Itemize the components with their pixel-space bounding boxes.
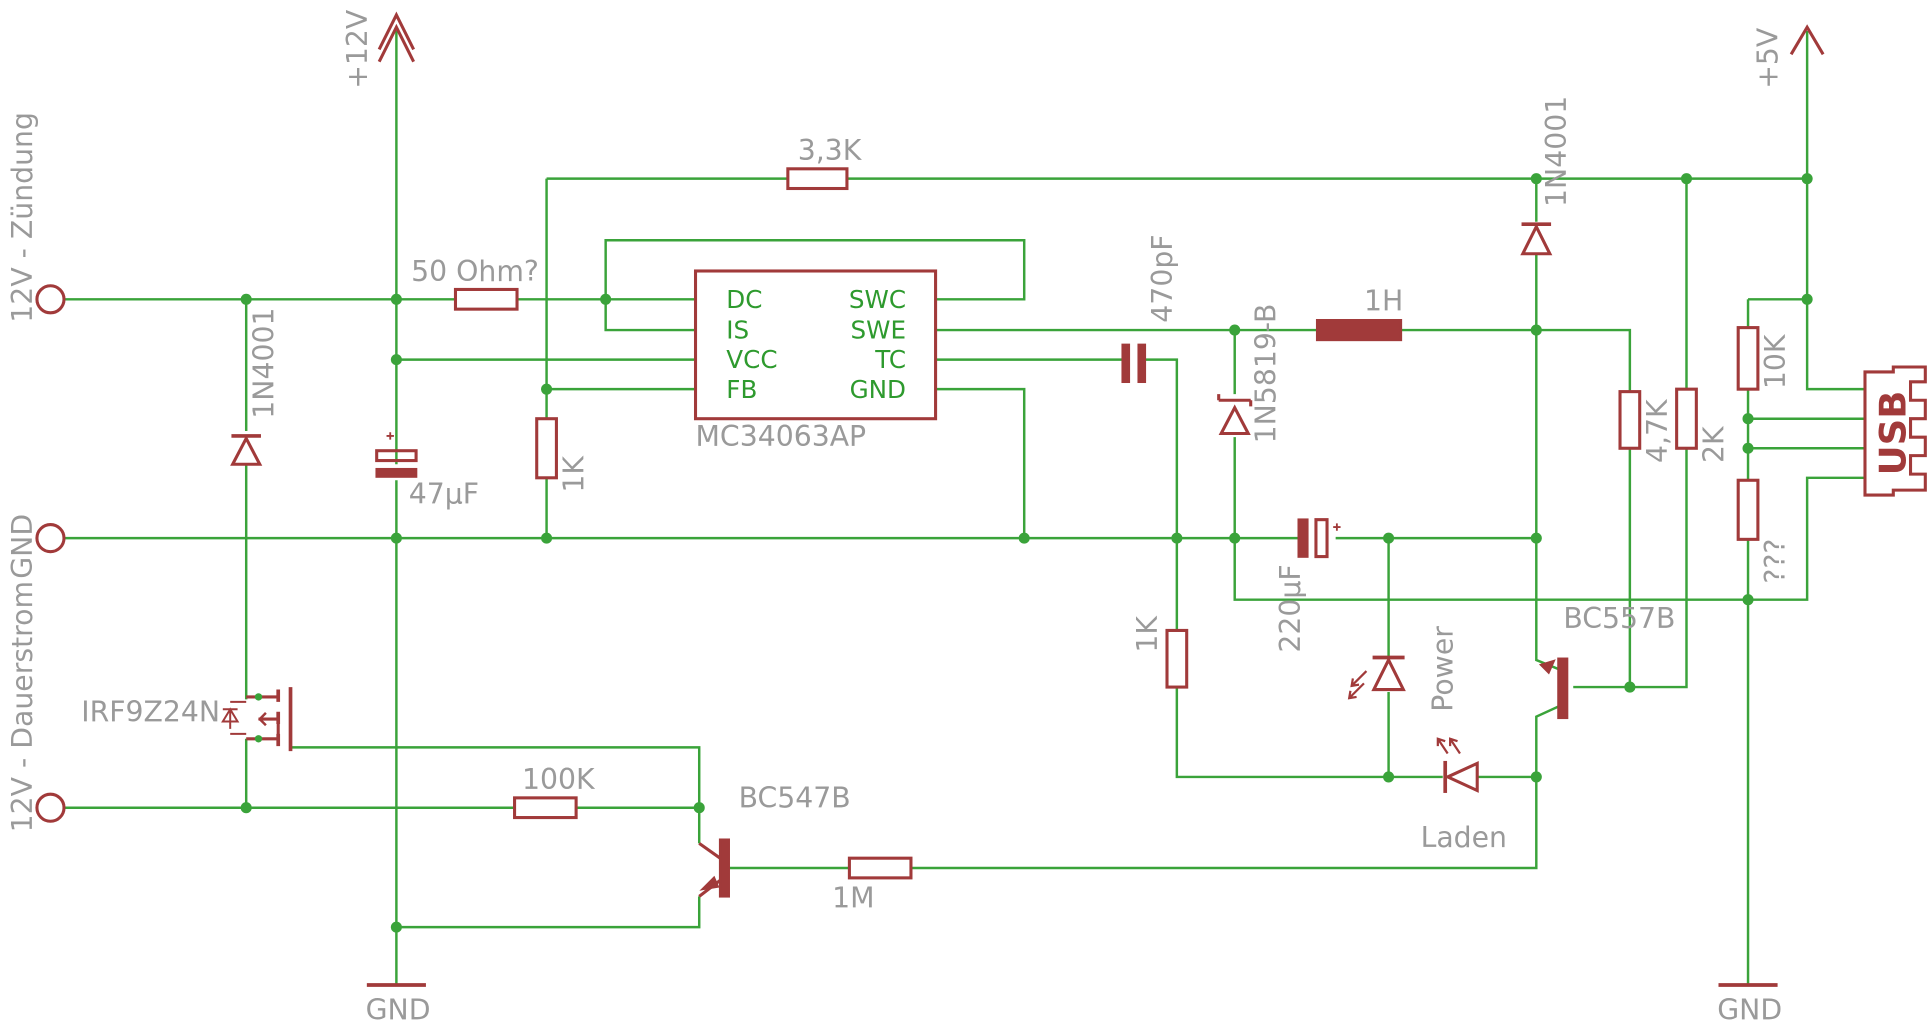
- resistor-1k-fb: [535, 417, 558, 480]
- pin-dc: DC: [726, 285, 762, 314]
- resistor-4-7k: [1618, 390, 1642, 450]
- resistor-unknown: [1736, 478, 1760, 541]
- label-d-1n4001-right: 1N4001: [1540, 96, 1573, 207]
- label-r-1k-fb: 1K: [558, 455, 591, 493]
- diode-1n4001-left-icon: [230, 434, 263, 466]
- transistor-bc547b-icon: [698, 838, 730, 898]
- label-r-10k: 10K: [1759, 333, 1792, 389]
- inductor-1h: [1315, 318, 1403, 342]
- pin-tc: TC: [874, 345, 906, 374]
- label-r-50-ohm: 50 Ohm?: [411, 255, 539, 288]
- label-led-power: Power: [1427, 626, 1460, 712]
- diode-schottky-icon: [1217, 394, 1253, 436]
- label-c-470pf: 470pF: [1146, 234, 1179, 322]
- pin-fb: FB: [726, 375, 757, 404]
- pin-vcc: VCC: [726, 345, 777, 374]
- label-12v-dauerstrom: 12V - Dauerstrom: [6, 581, 39, 832]
- resistor-3-3k: [786, 167, 849, 191]
- label-d-schottky: 1N5819-B: [1249, 304, 1282, 444]
- usb-connector-icon: [1863, 365, 1927, 497]
- label-gnd-left: GND: [366, 993, 431, 1026]
- label-gnd-input: GND: [6, 514, 39, 579]
- label-r-unknown: ???: [1759, 539, 1792, 584]
- pin-gnd: GND: [850, 375, 906, 404]
- label-r-4-7k: 4,7K: [1641, 398, 1674, 463]
- label-d-1n4001-left: 1N4001: [247, 308, 280, 419]
- label-c-47uf: 47µF: [409, 478, 479, 511]
- label-r-3-3k: 3,3K: [798, 134, 863, 167]
- capacitor-470pf: [1121, 343, 1147, 384]
- plus12v-arrow-icon: [377, 11, 415, 63]
- transistor-bc557b-icon: [1538, 657, 1569, 720]
- resistor-2k: [1675, 387, 1698, 450]
- pin-swe: SWE: [851, 316, 907, 345]
- label-bc557b: BC557B: [1563, 602, 1675, 635]
- label-c-220uf: 220µF: [1274, 564, 1307, 652]
- label-12v-zuendung: 12V - Zündung: [6, 112, 39, 323]
- label-l-1h: 1H: [1364, 284, 1403, 317]
- input-terminals: [35, 284, 66, 823]
- led-power-icon: [1347, 655, 1406, 700]
- label-r-1m: 1M: [832, 881, 874, 914]
- label-ic-name: MC34063AP: [696, 420, 867, 453]
- resistor-1m: [847, 856, 913, 880]
- capacitor-220uf: [1297, 518, 1341, 559]
- resistor-100k: [513, 796, 578, 820]
- label-r-100k: 100K: [522, 763, 596, 796]
- led-laden-icon: [1436, 737, 1479, 793]
- diode-1n4001-right-icon: [1520, 222, 1553, 256]
- label-r-2k: 2K: [1697, 425, 1730, 463]
- pin-is: IS: [726, 316, 749, 345]
- resistor-1k-led: [1165, 628, 1189, 689]
- label-plus12v: +12V: [341, 9, 374, 89]
- label-r-1k-led: 1K: [1131, 615, 1164, 653]
- pin-swc: SWC: [849, 285, 906, 314]
- ic-mc34063ap: DC IS VCC FB SWC SWE TC GND: [693, 269, 938, 421]
- capacitor-47uf: [375, 432, 418, 478]
- label-mosfet: IRF9Z24N: [81, 696, 220, 729]
- plus5v-arrow-icon: [1789, 24, 1825, 56]
- wires: [64, 30, 1865, 985]
- label-led-laden: Laden: [1421, 821, 1507, 854]
- resistor-10k: [1736, 326, 1760, 391]
- label-plus5v: +5V: [1752, 27, 1785, 89]
- resistor-50-ohm: [453, 287, 519, 311]
- mosfet-irf9z24n-icon: [221, 687, 293, 752]
- junctions: [240, 173, 1813, 933]
- label-bc547b: BC547B: [739, 782, 851, 815]
- label-usb: USB: [1872, 391, 1915, 476]
- label-gnd-right: GND: [1717, 993, 1782, 1026]
